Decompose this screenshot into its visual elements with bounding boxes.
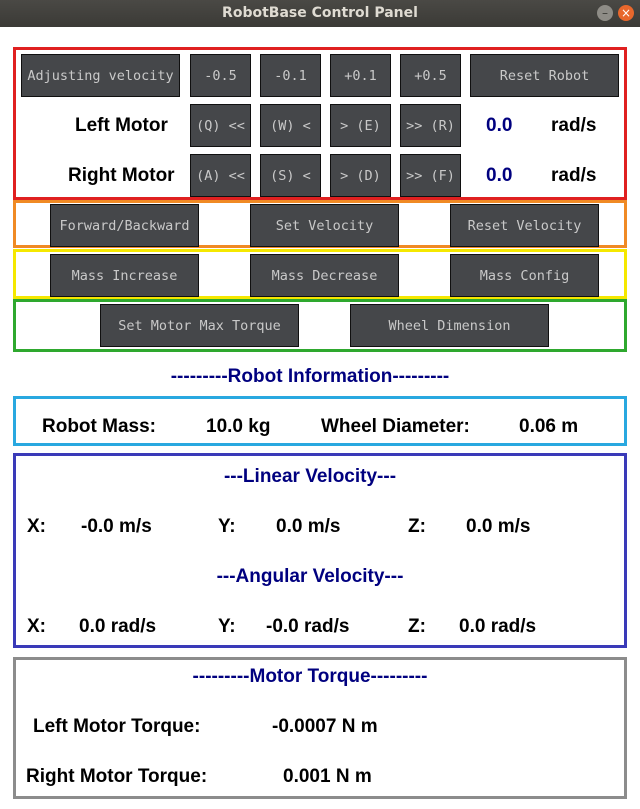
mass-buttons-frame [13,249,627,299]
left-motor-fast-forward-button[interactable]: >> (R) [400,104,461,147]
step-minus-0-1-button[interactable]: -0.1 [260,54,321,97]
angular-y-label: Y: [218,616,236,637]
linear-velocity-heading: ---Linear Velocity--- [223,466,397,487]
right-motor-fast-forward-button[interactable]: >> (F) [400,154,461,197]
window-title: RobotBase Control Panel [222,5,418,21]
motor-torque-heading: ---------Motor Torque--------- [192,666,428,687]
robot-information-heading: ---------Robot Information--------- [170,366,450,387]
adjusting-velocity-button[interactable]: Adjusting velocity [21,54,180,97]
close-icon[interactable]: × [618,5,634,21]
left-motor-torque-value: -0.0007 N m [272,716,378,737]
step-plus-0-1-button[interactable]: +0.1 [330,54,391,97]
left-motor-label: Left Motor [75,115,168,136]
left-motor-value: 0.0 [486,115,513,136]
right-motor-value: 0.0 [486,165,513,186]
wheel-diameter-value: 0.06 m [519,416,579,437]
linear-x-label: X: [27,516,46,537]
left-motor-unit: rad/s [551,115,597,136]
wheel-diameter-label: Wheel Diameter: [321,416,470,437]
set-velocity-button[interactable]: Set Velocity [250,204,399,247]
left-motor-forward-button[interactable]: > (E) [330,104,391,147]
mass-decrease-button[interactable]: Mass Decrease [250,254,399,297]
left-motor-back-button[interactable]: (W) < [260,104,321,147]
right-motor-back-button[interactable]: (S) < [260,154,321,197]
window-titlebar: RobotBase Control Panel – × [0,0,640,27]
minimize-icon[interactable]: – [597,5,613,21]
forward-backward-button[interactable]: Forward/Backward [50,204,199,247]
velocity-frame [13,453,627,648]
left-motor-fast-back-button[interactable]: (Q) << [190,104,251,147]
step-plus-0-5-button[interactable]: +0.5 [400,54,461,97]
right-motor-torque-value: 0.001 N m [283,766,372,787]
set-motor-max-torque-button[interactable]: Set Motor Max Torque [100,304,299,347]
linear-z-value: 0.0 m/s [466,516,531,537]
angular-x-value: 0.0 rad/s [79,616,157,637]
right-motor-torque-label: Right Motor Torque: [26,766,208,787]
right-motor-unit: rad/s [551,165,597,186]
linear-z-label: Z: [408,516,426,537]
angular-z-label: Z: [408,616,426,637]
motor-controls-frame [13,47,627,200]
linear-y-value: 0.0 m/s [276,516,341,537]
mass-config-button[interactable]: Mass Config [450,254,599,297]
linear-y-label: Y: [218,516,236,537]
step-minus-0-5-button[interactable]: -0.5 [190,54,251,97]
linear-x-value: -0.0 m/s [81,516,152,537]
left-motor-torque-label: Left Motor Torque: [33,716,201,737]
reset-velocity-button[interactable]: Reset Velocity [450,204,599,247]
wheel-dimension-button[interactable]: Wheel Dimension [350,304,549,347]
config-buttons-frame [13,299,627,352]
reset-robot-button[interactable]: Reset Robot [470,54,619,97]
robot-mass-value: 10.0 kg [206,416,271,437]
angular-y-value: -0.0 rad/s [266,616,350,637]
angular-velocity-heading: ---Angular Velocity--- [216,566,404,587]
angular-x-label: X: [27,616,46,637]
robot-info-frame [13,396,627,446]
right-motor-fast-back-button[interactable]: (A) << [190,154,251,197]
mass-increase-button[interactable]: Mass Increase [50,254,199,297]
motor-torque-frame [13,657,627,799]
robot-mass-label: Robot Mass: [42,416,156,437]
right-motor-label: Right Motor [68,165,175,186]
right-motor-forward-button[interactable]: > (D) [330,154,391,197]
angular-z-value: 0.0 rad/s [459,616,537,637]
